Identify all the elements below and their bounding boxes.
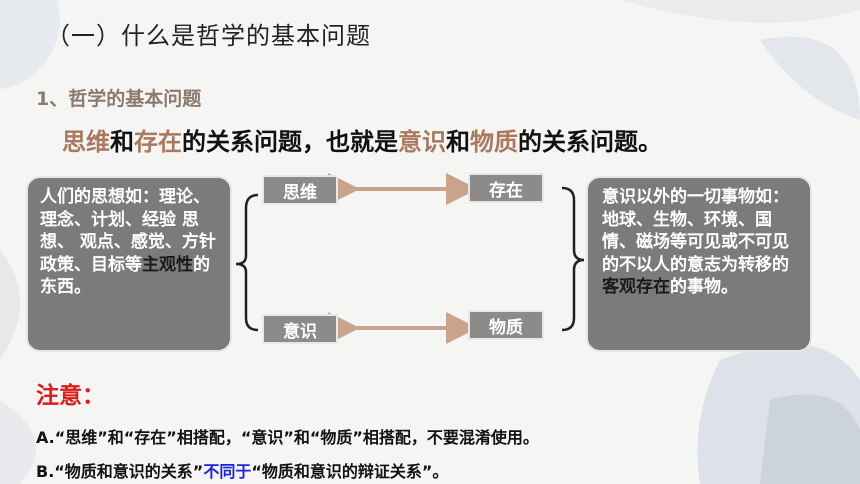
- headline-consciousness: 意识: [398, 128, 446, 156]
- section-heading: 1、哲学的基本问题: [36, 88, 202, 110]
- note-b-start: B.“物质和意识的关系”: [36, 462, 204, 481]
- note-line-b: B.“物质和意识的关系”不同于“物质和意识的辩证关系”。: [36, 458, 448, 482]
- note-line-a: A.“思维”和“存在”相搭配，“意识”和“物质”相搭配，不要混淆使用。: [36, 428, 539, 447]
- right-box-highlight: 客观存在: [602, 277, 670, 297]
- right-box-text-end: 的事物。: [670, 277, 738, 297]
- left-box-highlight: 主观性: [142, 254, 193, 275]
- subjective-examples-box: 人们的思想如：理论、理念、计划、经验 思想、 观点、感觉、方针政策、目标等主观性…: [26, 176, 232, 352]
- headline-existence: 存在: [134, 128, 182, 156]
- note-b-emphasis: 不同于: [203, 462, 252, 481]
- label-thinking: 思维: [262, 175, 338, 205]
- headline-end: 的关系问题。: [518, 128, 662, 156]
- headline-thinking: 思维: [62, 128, 110, 156]
- headline-and-1: 和: [110, 128, 134, 156]
- label-existence: 存在: [468, 173, 544, 203]
- headline-middle: 的关系问题，也就是: [182, 128, 398, 156]
- headline-and-2: 和: [446, 128, 470, 156]
- slide-title: （一）什么是哲学的基本问题: [46, 22, 371, 50]
- headline: 思维和存在的关系问题，也就是意识和物质的关系问题。: [62, 122, 662, 157]
- note-heading: 注意：: [36, 383, 105, 409]
- note-b-end: “物质和意识的辩证关系”。: [251, 462, 449, 481]
- left-box-text: 人们的思想如：理论、理念、计划、经验 思想、 观点、感觉、方针政策、目标等: [40, 187, 216, 275]
- headline-matter: 物质: [470, 128, 518, 156]
- label-consciousness: 意识: [262, 314, 338, 344]
- objective-examples-box: 意识以外的一切事物如：地球、生物、环境、国情、磁场等可见或不可见的不以人的意志为…: [586, 176, 812, 352]
- right-brace: [561, 186, 585, 332]
- left-box-text-end: 的东西。: [40, 254, 210, 298]
- left-brace: [235, 193, 259, 332]
- label-matter: 物质: [468, 310, 544, 340]
- right-box-text: 意识以外的一切事物如：地球、生物、环境、国情、磁场等可见或不可见的不以人的意志为…: [602, 187, 789, 275]
